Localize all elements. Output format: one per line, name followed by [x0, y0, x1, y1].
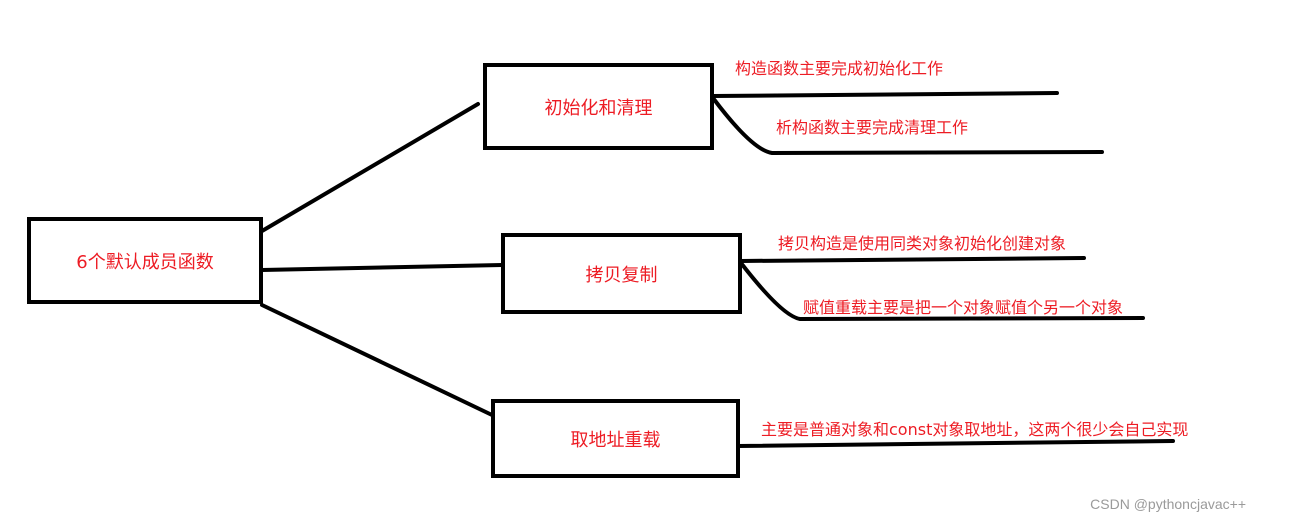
branch-address-label: 取地址重载: [570, 429, 661, 451]
branch-copy-label: 拷贝复制: [585, 264, 658, 286]
note-copy-constructor: 拷贝构造是使用同类对象初始化创建对象: [778, 234, 1067, 253]
note-address-overload: 主要是普通对象和const对象取地址，这两个很少会自己实现: [761, 420, 1189, 439]
underline-copy-constructor-note: [739, 256, 1086, 263]
connector-root-to-init-cleanup: [260, 102, 480, 233]
root-node-label: 6个默认成员函数: [76, 251, 214, 273]
note-assignment-overload: 赋值重载主要是把一个对象赋值个另一个对象: [803, 298, 1124, 317]
underline-constructor-note: [711, 91, 1059, 98]
branch-init-cleanup-box: 初始化和清理: [483, 63, 714, 150]
branch-copy-box: 拷贝复制: [501, 233, 742, 314]
underline-address-note: [736, 439, 1175, 448]
connector-root-to-copy: [260, 263, 504, 272]
note-destructor: 析构函数主要完成清理工作: [776, 118, 969, 137]
branch-address-box: 取地址重载: [491, 399, 740, 478]
branch-init-cleanup-label: 初始化和清理: [544, 97, 653, 119]
root-node-box: 6个默认成员函数: [27, 217, 263, 304]
note-constructor: 构造函数主要完成初始化工作: [735, 59, 944, 78]
connector-root-to-address: [260, 303, 494, 417]
underline-destructor-note: [711, 96, 1104, 156]
watermark-text: CSDN @pythoncjavac++: [1090, 496, 1246, 512]
underline-assignment-note: [739, 261, 1145, 322]
